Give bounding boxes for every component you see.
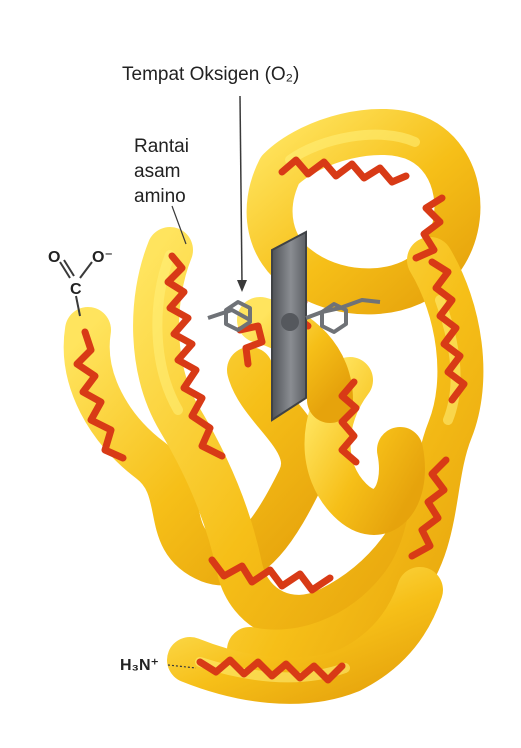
carboxyl-oxygen-left: O	[48, 249, 60, 266]
oxygen-site-label: Tempat Oksigen (O₂)	[122, 64, 299, 85]
carboxyl-oxygen-right: O⁻	[92, 249, 113, 266]
carboxyl-carbon: C	[70, 281, 82, 298]
amino-chain-label-line2: asam	[134, 161, 180, 182]
amine-group-label: H₃N⁺	[120, 657, 159, 674]
amino-chain-label-line1: Rantai	[134, 136, 189, 157]
amino-chain-label-line3: amino	[134, 186, 186, 207]
